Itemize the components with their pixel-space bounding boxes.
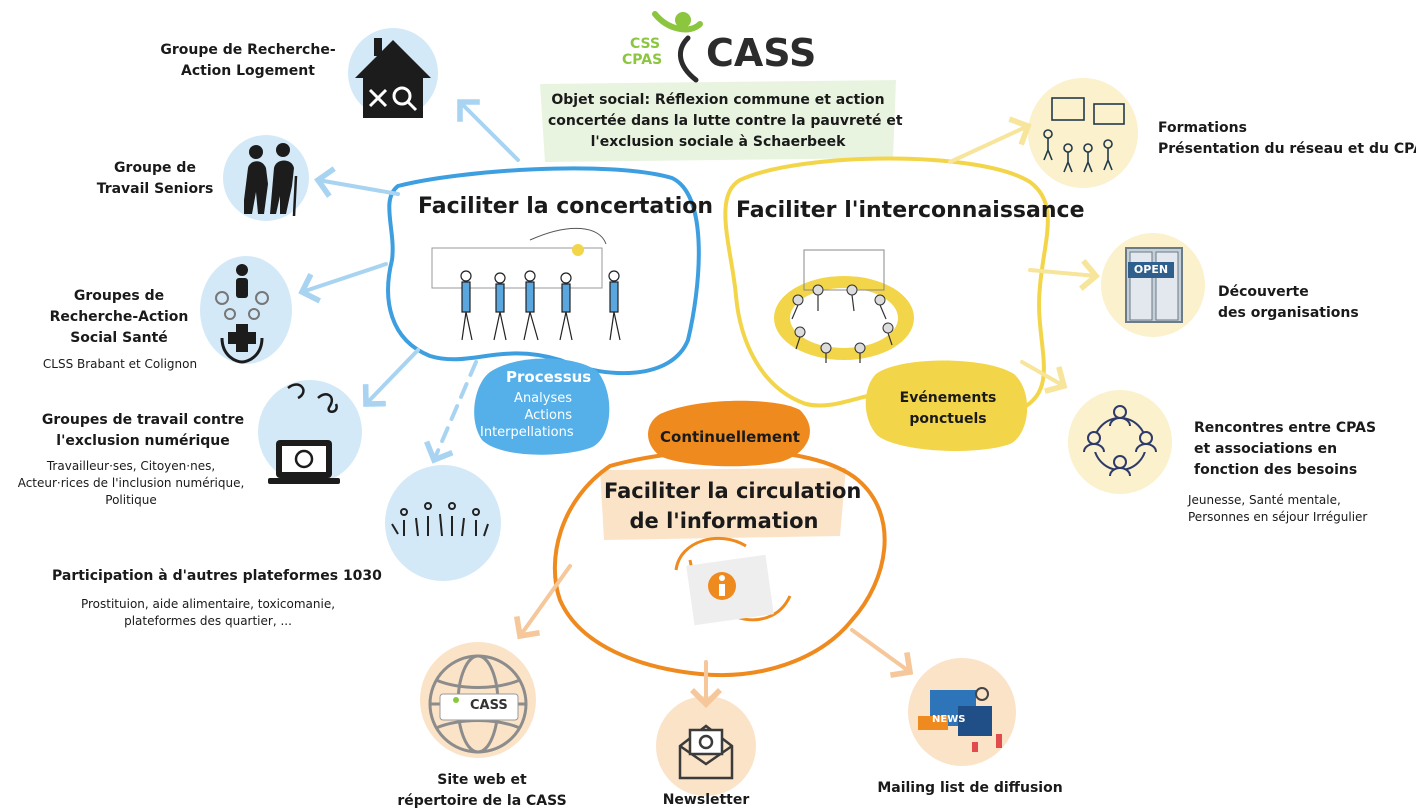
groupe-numerique-sub: Travailleur·ses, Citoyen·nes, Acteur·ric… [17,459,245,507]
arrow-to-plateformes [424,360,478,464]
continuellement-blob [648,400,810,467]
information-title-band [600,468,846,540]
site-web-label: Site web et répertoire de la CASS [397,772,567,809]
processus-title: Processus [506,368,592,386]
laptop-at-icon [268,383,340,484]
open-sign-text: OPEN [1133,263,1169,276]
mailing-label: Mailing list de diffusion [877,780,1063,796]
logo-cass-text: CASS [706,31,817,75]
processus-blob [474,358,610,455]
classroom-sketch-icon [1043,97,1125,173]
arrow-to-decouverte [1028,258,1100,291]
processus-items: Analyses Actions Interpellations [480,391,574,440]
arrow-to-social-sante [298,262,388,304]
groupe-numerique-label: Groupes de travail contre l'exclusion nu… [41,412,245,449]
house-icon [355,38,431,118]
arrow-to-numerique [362,348,420,407]
social-sante-icon [215,264,269,364]
groupe-social-sante-label: Groupes de Recherche-Action Social Santé [49,288,189,346]
rencontres-icon-bg [1068,390,1172,494]
groupe-seniors-label: Groupe de Travail Seniors [96,160,214,197]
logo-cpas-text: CPAS [622,52,663,68]
objet-social-text: Objet social: Réflexion commune et actio… [548,92,903,150]
arrow-to-mailing [850,628,914,678]
formations-label: Formations Présentation du réseau et du … [1158,120,1416,157]
evenements-blob [865,360,1028,451]
info-cycle-icon [674,537,792,626]
information-title: Faciliter la circulation de l'informatio… [604,479,862,533]
arrow-to-rencontres [1020,360,1068,394]
plateformes-label: Participation à d'autres plateformes 103… [52,568,382,584]
continuellement-label: Continuellement [660,428,800,446]
interconnaissance-title: Faciliter l'interconnaissance [736,198,1085,223]
seniors-icon [244,143,298,217]
groupe-logement-label: Groupe de Recherche- Action Logement [160,42,336,79]
people-group-icon [391,502,489,537]
mailing-news-icon [918,687,1002,752]
rencontres-label: Rencontres entre CPAS et associations en… [1194,420,1377,478]
formations-icon-bg [1028,78,1138,188]
meeting-sketch-illustration [431,227,621,341]
site-web-logo-text: CASS [470,698,508,713]
envelope-at-icon [678,724,734,780]
concertation-title: Faciliter la concertation [418,194,714,219]
arrow-to-seniors [314,166,400,198]
news-badge-text: NEWS [932,714,966,725]
meeting-circle-icon [1083,405,1157,477]
information-blob [552,448,887,677]
concertation-blob [386,166,701,376]
arrow-to-formations [948,116,1032,164]
plateformes-icon-bg [385,465,501,581]
decouverte-label: Découverte des organisations [1218,284,1359,321]
arrow-to-site-web [513,564,572,640]
plateformes-sub: Prostituion, aide alimentaire, toxicoman… [80,597,336,628]
newsletter-label: Newsletter [662,792,750,808]
objet-social-band [540,80,896,162]
groupe-social-sante-sub: CLSS Brabant et Colignon [42,357,198,371]
evenements-label: Evénements ponctuels [899,390,997,427]
gathering-sketch-illustration [774,249,914,363]
social-sante-icon-bg [200,256,292,364]
cass-logo-figure [652,11,703,83]
logo-css-text: CSS [630,36,661,52]
arrow-to-logement [457,99,520,162]
open-door-icon [1125,247,1183,323]
rencontres-sub: Jeunesse, Santé mentale, Personnes en sé… [1188,493,1368,524]
